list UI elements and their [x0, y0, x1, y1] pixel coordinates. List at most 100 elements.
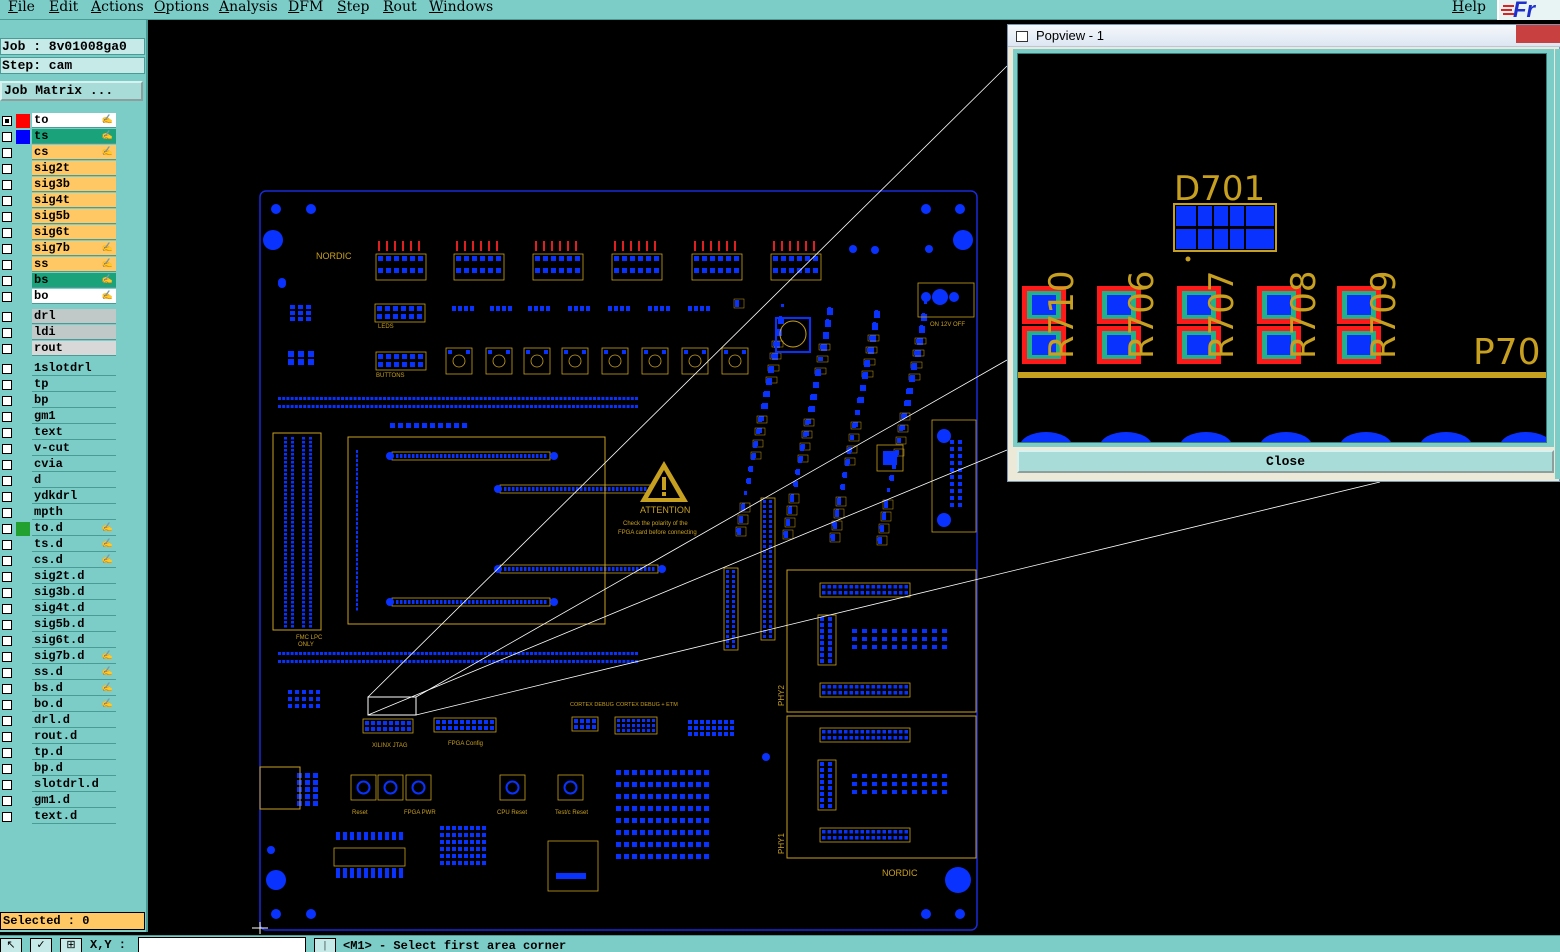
layer-color-swatch[interactable]: [16, 650, 30, 664]
layer-checkbox[interactable]: [2, 652, 12, 662]
menu-windows[interactable]: Windows: [429, 0, 494, 15]
check-icon[interactable]: ✓: [30, 938, 52, 952]
layer-row-gm1-d[interactable]: gm1.d: [0, 793, 118, 809]
layer-name[interactable]: mpth: [32, 505, 116, 520]
layer-checkbox[interactable]: [2, 492, 12, 502]
layer-row-cs-d[interactable]: cs.d✍: [0, 553, 118, 569]
layer-name[interactable]: sig4t.d: [32, 601, 116, 616]
layer-row-ts[interactable]: ts✍: [0, 129, 118, 145]
layer-checkbox[interactable]: [2, 312, 12, 322]
layer-row-d[interactable]: d: [0, 473, 118, 489]
layer-row-sig2t[interactable]: sig2t: [0, 161, 118, 177]
layer-name[interactable]: ldi: [32, 325, 116, 340]
menu-rout[interactable]: Rout: [383, 0, 417, 15]
layer-color-swatch[interactable]: [16, 778, 30, 792]
layer-checkbox[interactable]: [2, 132, 12, 142]
layer-row-gm1[interactable]: gm1: [0, 409, 118, 425]
layer-checkbox[interactable]: [2, 380, 12, 390]
layer-color-swatch[interactable]: [16, 226, 30, 240]
layer-color-swatch[interactable]: [16, 378, 30, 392]
layer-color-swatch[interactable]: [16, 682, 30, 696]
layer-color-swatch[interactable]: [16, 310, 30, 324]
layer-color-swatch[interactable]: [16, 666, 30, 680]
layer-checkbox[interactable]: [2, 556, 12, 566]
layer-checkbox[interactable]: [2, 148, 12, 158]
layer-name[interactable]: cs.d✍: [32, 553, 116, 568]
layer-checkbox[interactable]: [2, 748, 12, 758]
layer-color-swatch[interactable]: [16, 342, 30, 356]
layer-checkbox[interactable]: [2, 620, 12, 630]
layer-checkbox[interactable]: [2, 716, 12, 726]
layer-checkbox[interactable]: [2, 812, 12, 822]
layer-color-swatch[interactable]: [16, 730, 30, 744]
toggle-icon[interactable]: |: [314, 938, 336, 952]
layer-color-swatch[interactable]: [16, 258, 30, 272]
layer-checkbox[interactable]: [2, 684, 12, 694]
layer-name[interactable]: sig5b.d: [32, 617, 116, 632]
layer-row-ss[interactable]: ss✍: [0, 257, 118, 273]
layer-name[interactable]: rout: [32, 341, 116, 356]
layer-checkbox[interactable]: [2, 164, 12, 174]
layer-checkbox[interactable]: [2, 428, 12, 438]
layer-color-swatch[interactable]: [16, 490, 30, 504]
layer-row-sig5b-d[interactable]: sig5b.d: [0, 617, 118, 633]
layer-color-swatch[interactable]: [16, 426, 30, 440]
layer-checkbox[interactable]: [2, 260, 12, 270]
layer-row-mpth[interactable]: mpth: [0, 505, 118, 521]
menu-help[interactable]: Help: [1452, 0, 1486, 15]
layer-checkbox[interactable]: [2, 396, 12, 406]
layer-color-swatch[interactable]: [16, 586, 30, 600]
layer-color-swatch[interactable]: [16, 194, 30, 208]
layer-checkbox[interactable]: [2, 732, 12, 742]
layer-name[interactable]: tp: [32, 377, 116, 392]
layer-name[interactable]: cs✍: [32, 145, 116, 160]
menu-options[interactable]: Options: [154, 0, 210, 15]
layer-row-sig2t-d[interactable]: sig2t.d: [0, 569, 118, 585]
layer-name[interactable]: drl.d: [32, 713, 116, 728]
layer-name[interactable]: bo.d✍: [32, 697, 116, 712]
layer-row-ss-d[interactable]: ss.d✍: [0, 665, 118, 681]
layer-name[interactable]: bp.d: [32, 761, 116, 776]
layer-color-swatch[interactable]: [16, 538, 30, 552]
layer-color-swatch[interactable]: [16, 794, 30, 808]
layer-row-drl[interactable]: drl: [0, 309, 118, 325]
layer-row-sig7b[interactable]: sig7b✍: [0, 241, 118, 257]
layer-color-swatch[interactable]: [16, 326, 30, 340]
layer-color-swatch[interactable]: [16, 394, 30, 408]
layer-name[interactable]: sig4t: [32, 193, 116, 208]
layer-row-sig4t[interactable]: sig4t: [0, 193, 118, 209]
layer-checkbox[interactable]: [2, 508, 12, 518]
layer-color-swatch[interactable]: [16, 698, 30, 712]
layer-name[interactable]: slotdrl.d: [32, 777, 116, 792]
layer-name[interactable]: sig5b: [32, 209, 116, 224]
layer-name[interactable]: bo✍: [32, 289, 116, 304]
layer-checkbox[interactable]: [2, 796, 12, 806]
layer-checkbox[interactable]: [2, 364, 12, 374]
layer-color-swatch[interactable]: [16, 162, 30, 176]
layer-row-drl-d[interactable]: drl.d: [0, 713, 118, 729]
layer-checkbox[interactable]: [2, 604, 12, 614]
layer-name[interactable]: to✍: [32, 113, 116, 128]
layer-color-swatch[interactable]: [16, 602, 30, 616]
undo-arrow-icon[interactable]: ↖: [0, 938, 22, 952]
layer-color-swatch[interactable]: [16, 146, 30, 160]
pcb-board-view[interactable]: ATTENTION Check the polarity of the FPGA…: [150, 20, 1560, 935]
layer-color-swatch[interactable]: [16, 714, 30, 728]
layer-name[interactable]: gm1: [32, 409, 116, 424]
layer-row-tp-d[interactable]: tp.d: [0, 745, 118, 761]
layer-row-bs-d[interactable]: bs.d✍: [0, 681, 118, 697]
layer-checkbox[interactable]: [2, 328, 12, 338]
layer-row-slotdrl-d[interactable]: slotdrl.d: [0, 777, 118, 793]
job-matrix-button[interactable]: Job Matrix ...: [0, 81, 143, 101]
layer-checkbox[interactable]: [2, 572, 12, 582]
layer-color-swatch[interactable]: [16, 290, 30, 304]
layer-checkbox[interactable]: [2, 244, 12, 254]
layer-row-sig7b-d[interactable]: sig7b.d✍: [0, 649, 118, 665]
layer-checkbox[interactable]: [2, 444, 12, 454]
layer-row-v-cut[interactable]: v-cut: [0, 441, 118, 457]
layer-name[interactable]: ts✍: [32, 129, 116, 144]
menu-step[interactable]: Step: [337, 0, 370, 15]
menu-actions[interactable]: Actions: [91, 0, 144, 15]
layer-name[interactable]: v-cut: [32, 441, 116, 456]
